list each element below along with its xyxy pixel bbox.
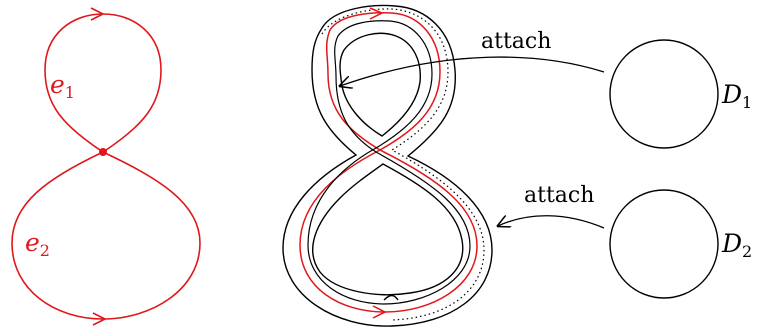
core-bottom-arrow-icon	[372, 305, 387, 319]
attach-arrows: attach attach	[340, 29, 605, 229]
label-d1: D1	[721, 80, 752, 112]
outer-boundary	[282, 4, 493, 327]
label-d2-name: D	[721, 229, 742, 258]
dotted-curve	[321, 8, 485, 321]
attach-arrow-bottom	[498, 215, 605, 229]
attach-label-top: attach	[481, 29, 551, 54]
core-curve	[299, 12, 478, 313]
attach-label-bottom: attach	[524, 183, 594, 208]
bottom-cusp	[383, 294, 399, 301]
core-top-arrow-icon	[369, 7, 384, 20]
edge-e2-loop	[11, 151, 201, 320]
label-e2: e2	[25, 228, 50, 260]
edge-e1-arrow-icon	[90, 7, 105, 21]
disks: D1 D2	[609, 39, 752, 299]
label-e1-sub: 1	[65, 83, 75, 102]
label-e1: e1	[50, 70, 75, 102]
edge-e2-arrow-icon	[92, 312, 107, 326]
label-d2: D2	[721, 229, 752, 261]
figure-eight-graph: e1 e2	[11, 7, 201, 326]
thickened-figure-eight	[282, 4, 493, 327]
label-e1-name: e	[50, 70, 65, 99]
attach-arrow-top	[340, 56, 605, 86]
inner-hole-top	[339, 32, 421, 137]
label-d1-name: D	[721, 80, 742, 109]
label-d1-sub: 1	[742, 93, 752, 112]
disk-d1	[609, 39, 719, 149]
label-e2-sub: 2	[40, 241, 50, 260]
disk-d2	[609, 189, 719, 299]
middle-curve	[307, 20, 471, 305]
vertex-dot	[99, 148, 107, 156]
inner-hole-bottom	[312, 163, 464, 296]
label-e2-name: e	[25, 228, 40, 257]
label-d2-sub: 2	[742, 242, 752, 261]
